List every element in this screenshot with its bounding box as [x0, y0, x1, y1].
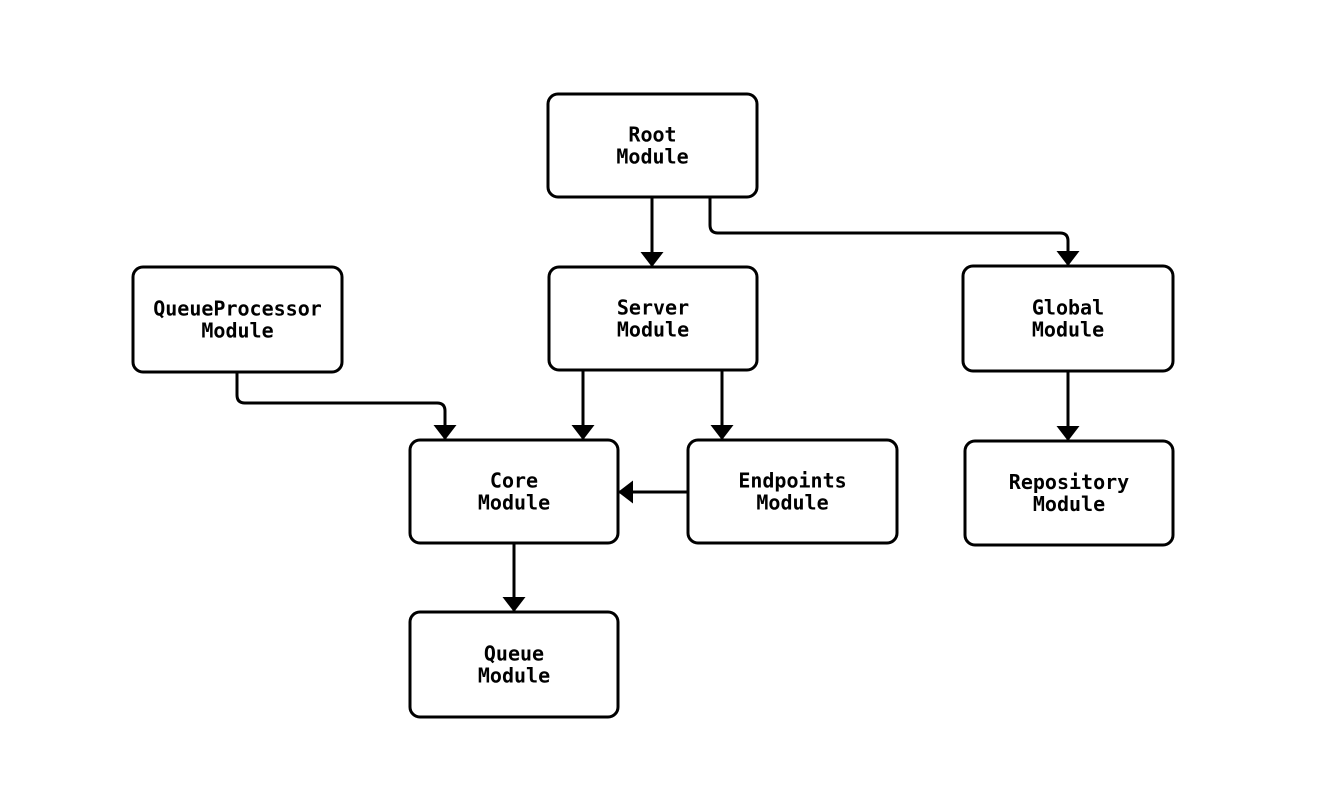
node-box-server: [547, 265, 759, 372]
node-label-line-server: Module: [617, 318, 689, 342]
edge-global-to-repository: [1056, 371, 1080, 441]
edge-server-to-endpoints: [710, 370, 734, 440]
node-box-queueprocessor: [131, 265, 344, 374]
arrowhead-server-to-core: [571, 425, 595, 440]
arrowhead-core-to-queue: [502, 597, 526, 612]
node-label-line-queueprocessor: Module: [201, 319, 273, 343]
arrowhead-root-to-global: [1056, 251, 1080, 266]
arrowhead-root-to-server: [640, 252, 664, 267]
node-label-line-queue: Queue: [484, 642, 544, 666]
node-box-global: [961, 264, 1175, 373]
node-box-endpoints: [686, 438, 899, 545]
node-box-root: [546, 92, 759, 199]
edge-root-to-global: [708, 197, 1080, 266]
edge-line-root-to-global: [708, 197, 1070, 266]
node-box-queue: [408, 610, 620, 719]
edge-server-to-core: [571, 370, 595, 440]
node-label-line-server: Server: [617, 296, 689, 320]
arrowhead-endpoints-to-core: [618, 480, 633, 504]
node-box-repository: [963, 439, 1175, 547]
node-label-line-endpoints: Module: [756, 491, 828, 515]
arrowhead-server-to-endpoints: [710, 425, 734, 440]
edge-root-to-server: [640, 197, 664, 267]
node-label-line-core: Core: [490, 469, 538, 493]
node-label-line-queueprocessor: QueueProcessor: [153, 297, 322, 321]
node-label-line-root: Module: [616, 145, 688, 169]
node-label-line-global: Global: [1032, 296, 1104, 320]
edge-endpoints-to-core: [618, 480, 688, 504]
node-label-line-endpoints: Endpoints: [738, 469, 846, 493]
node-label-line-repository: Repository: [1009, 470, 1129, 494]
node-label-line-root: Root: [628, 123, 676, 147]
node-label-line-core: Module: [478, 491, 550, 515]
arrowhead-global-to-repository: [1056, 426, 1080, 441]
node-box-core: [408, 438, 620, 545]
edge-core-to-queue: [502, 543, 526, 612]
node-label-line-repository: Module: [1033, 492, 1105, 516]
arrowhead-queueprocessor-to-core: [433, 425, 457, 440]
node-label-line-global: Module: [1032, 318, 1104, 342]
edge-queueprocessor-to-core: [235, 372, 457, 440]
edge-line-queueprocessor-to-core: [235, 372, 447, 440]
node-label-line-queue: Module: [478, 664, 550, 688]
